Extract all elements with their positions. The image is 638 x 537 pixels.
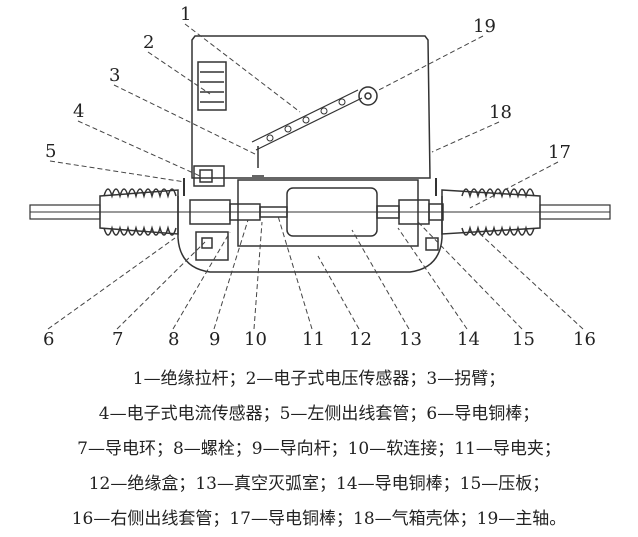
callout-number: 1 [180,4,191,25]
leader-line [397,227,468,330]
legend: 1—绝缘拉杆；2—电子式电压传感器；3—拐臂； 4—电子式电流传感器；5—左侧出… [0,362,638,537]
leader-line [184,23,301,113]
callout-number: 13 [399,329,422,350]
callout-number: 3 [109,65,120,86]
leader-line [469,161,559,209]
callout-number: 5 [45,141,56,162]
callout-number: 16 [573,329,596,350]
callout-number: 10 [244,329,267,350]
leader-line [113,84,256,155]
callout-number: 9 [209,329,220,350]
legend-line: 12—绝缘盒；13—真空灭弧室；14—导电铜棒；15—压板； [88,474,550,494]
current-sensor [193,165,225,187]
callout-number: 11 [302,329,325,350]
lower-tank [177,196,443,273]
callout-number: 17 [548,142,571,163]
leader-line [477,231,584,330]
legend-line: 1—绝缘拉杆；2—电子式电压传感器；3—拐臂； [132,369,506,389]
leader-line [253,221,263,330]
main-shaft [358,86,378,106]
insulation-box [237,179,419,247]
leader-line [172,231,231,330]
leader-line [49,160,186,183]
leader-line [47,237,176,330]
insulating-pull-rod [251,89,363,151]
leader-line [116,241,206,330]
leader-line [213,219,249,330]
callout-number: 2 [143,32,154,53]
callout-number: 6 [43,329,54,350]
legend-line: 16—右侧出线套管；17—导电铜棒；18—气箱壳体；19—主轴。 [71,509,567,529]
leader-line [374,35,484,93]
callout-number: 8 [168,329,179,350]
callout-number: 18 [489,102,512,123]
leader-line [77,120,201,177]
leader-line [351,229,410,330]
air-box-housing [191,35,431,179]
left-bushing [99,189,179,235]
callout-number: 7 [112,329,123,350]
callout-number: 4 [73,101,84,122]
callout-number: 14 [457,329,480,350]
drawing [29,35,611,273]
leader-line [147,51,211,95]
callout-number: 12 [349,329,372,350]
leader-line [317,255,360,330]
voltage-sensor [197,61,227,111]
legend-line: 4—电子式电流传感器；5—左侧出线套管；6—导电铜棒； [98,404,540,424]
legend-line: 7—导电环；8—螺栓；9—导向杆；10—软连接；11—导电夹； [77,439,561,459]
leader-line [431,121,500,153]
leader-line [277,215,313,330]
callout-number: 15 [512,329,535,350]
callout-number: 19 [473,16,496,37]
crank-arm [252,146,264,177]
leader-line [417,221,523,330]
